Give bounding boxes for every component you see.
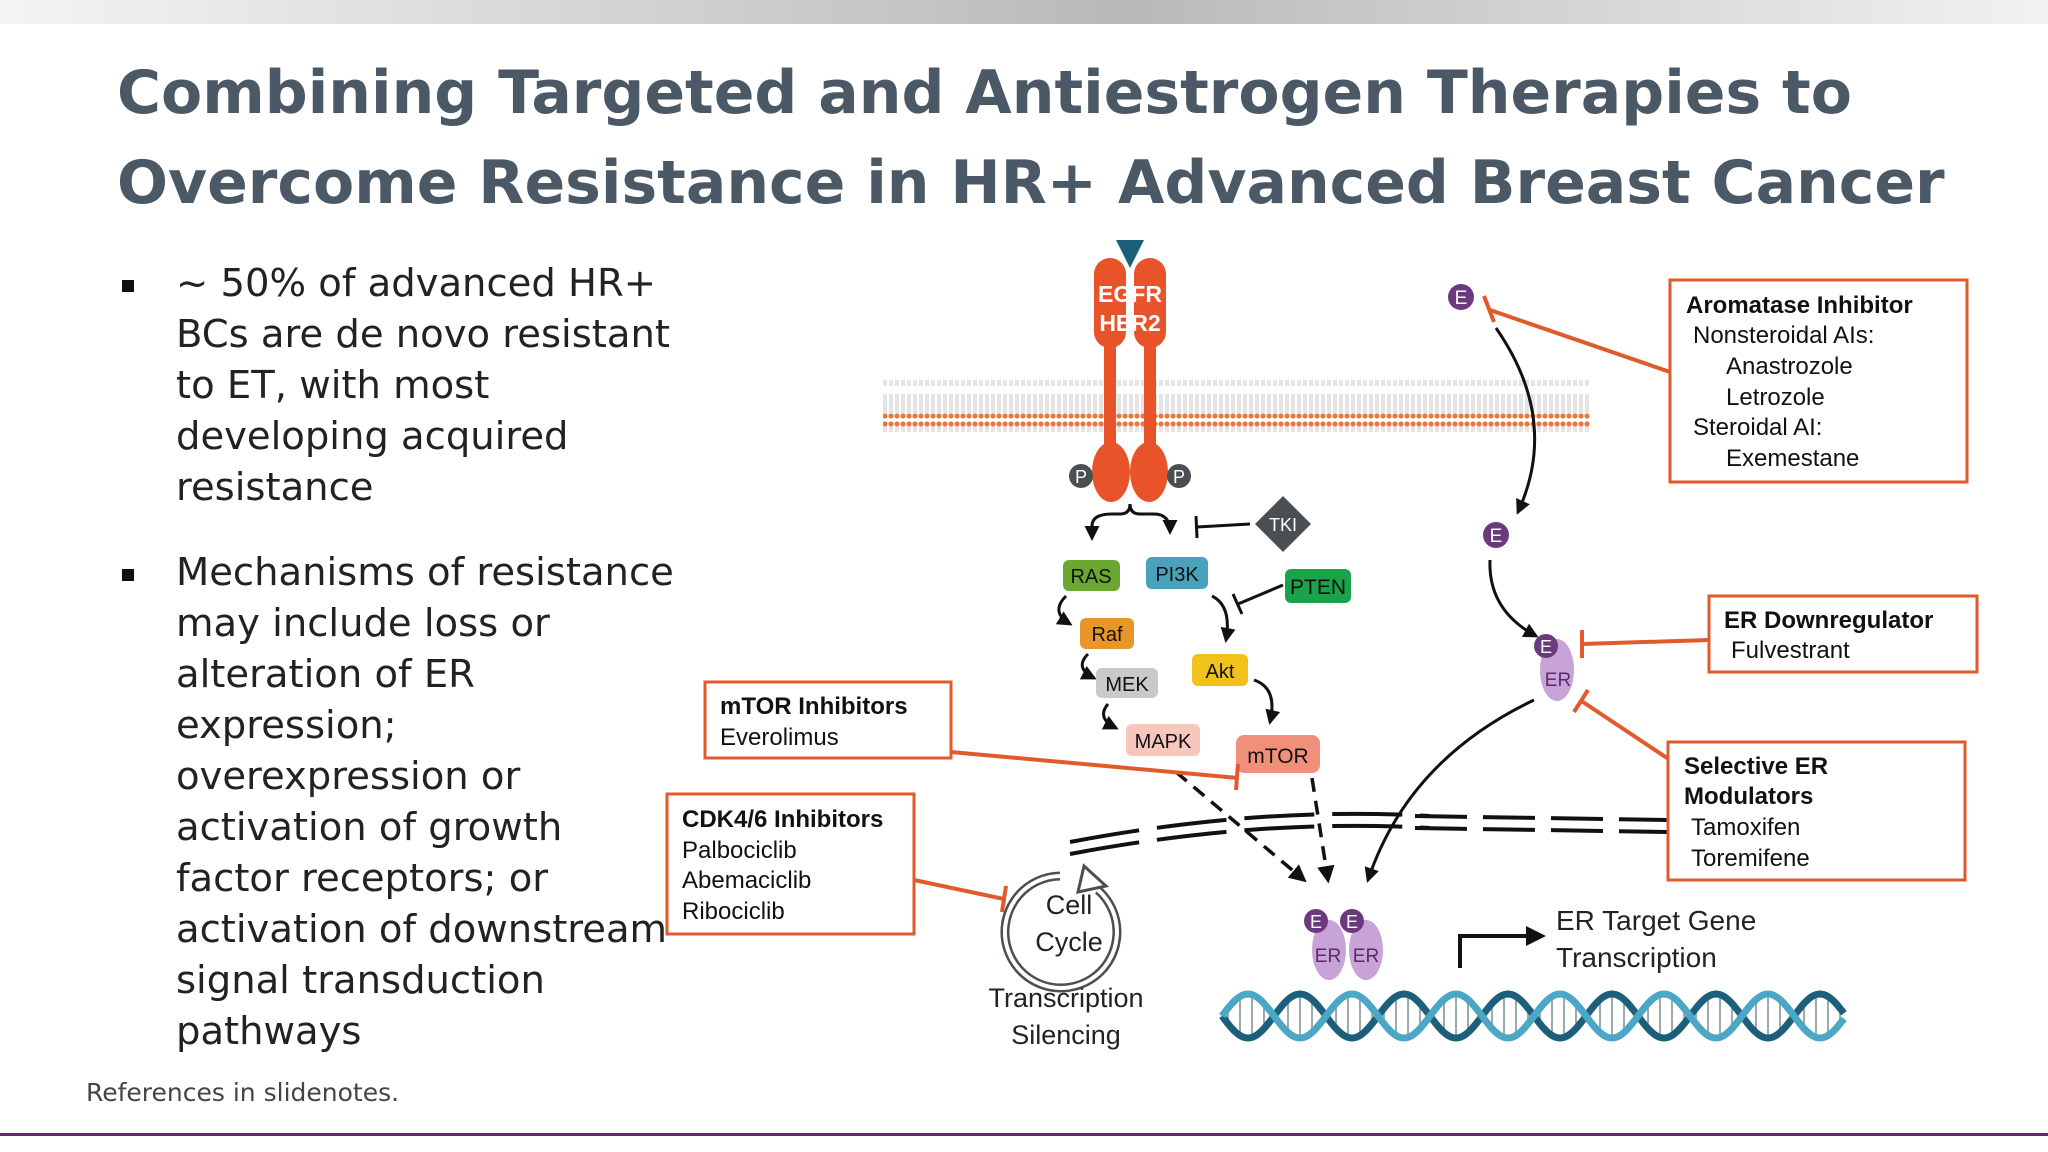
- silencing-label-1: Transcription: [988, 983, 1143, 1013]
- svg-text:TKI: TKI: [1269, 515, 1297, 535]
- akt-node: Akt: [1192, 654, 1248, 686]
- bullet-text: ~ 50% of advanced HR+ BCs are de novo re…: [176, 261, 670, 510]
- raf-node: Raf: [1080, 618, 1134, 649]
- phospho-right: P: [1167, 464, 1191, 488]
- bullet-marker-icon: [122, 569, 134, 581]
- ligand-icon: [1116, 240, 1144, 268]
- top-gradient-bar: [0, 0, 2048, 24]
- svg-text:ER: ER: [1315, 946, 1341, 967]
- svg-text:E: E: [1540, 637, 1552, 657]
- svg-text:Tamoxifen: Tamoxifen: [1691, 814, 1800, 841]
- svg-text:Abemaciclib: Abemaciclib: [682, 867, 811, 894]
- svg-text:Ribociclib: Ribociclib: [682, 898, 785, 925]
- estrogen-mid: E: [1483, 522, 1509, 548]
- er-target-label-2: Transcription: [1556, 942, 1717, 973]
- svg-text:ER: ER: [1353, 946, 1379, 967]
- svg-text:Exemestane: Exemestane: [1726, 445, 1859, 472]
- svg-text:E: E: [1310, 912, 1322, 932]
- svg-text:Palbociclib: Palbociclib: [682, 837, 797, 864]
- silencing-label-2: Silencing: [1011, 1020, 1121, 1050]
- mtor-inhibitors-box: mTOR Inhibitors Everolimus: [703, 680, 953, 760]
- bullet-item: Mechanisms of resistance may include los…: [118, 547, 678, 1057]
- title-line-2: Overcome Resistance in HR+ Advanced Brea…: [117, 148, 1945, 218]
- aromatase-inhibitor-box: Aromatase Inhibitor Nonsteroidal AIs: An…: [1668, 278, 1969, 484]
- cell-membrane: [883, 380, 1590, 432]
- svg-text:Steroidal AI:: Steroidal AI:: [1693, 414, 1822, 441]
- inhibitor-lines: [913, 295, 1710, 913]
- bullet-item: ~ 50% of advanced HR+ BCs are de novo re…: [118, 258, 678, 513]
- svg-text:RAS: RAS: [1070, 566, 1111, 588]
- receptor-label-1: EGFR: [1098, 281, 1162, 307]
- svg-text:Selective ER: Selective ER: [1684, 753, 1828, 780]
- svg-text:E: E: [1490, 526, 1503, 547]
- svg-text:ER: ER: [1545, 670, 1571, 691]
- receptor-label-2: HER2: [1099, 310, 1160, 336]
- bullet-list: ~ 50% of advanced HR+ BCs are de novo re…: [118, 258, 678, 1091]
- pten-node: PTEN: [1285, 569, 1351, 603]
- phospho-left: P: [1069, 464, 1093, 488]
- svg-text:PTEN: PTEN: [1290, 576, 1346, 599]
- bottom-rule: [0, 1133, 2048, 1136]
- references-note: References in slidenotes.: [86, 1078, 400, 1107]
- svg-text:Akt: Akt: [1206, 661, 1235, 683]
- estrogen-top: E: [1448, 284, 1474, 310]
- svg-text:PI3K: PI3K: [1155, 564, 1199, 586]
- mapk-node: MAPK: [1126, 724, 1200, 756]
- nuclear-envelope: [1069, 811, 1669, 856]
- er-downregulator-box: ER Downregulator Fulvestrant: [1707, 594, 1979, 674]
- svg-text:P: P: [1075, 467, 1087, 487]
- cell-cycle-icon: Cell Cycle: [1000, 863, 1122, 993]
- svg-text:MEK: MEK: [1105, 674, 1149, 696]
- svg-text:Aromatase Inhibitor: Aromatase Inhibitor: [1686, 292, 1913, 319]
- svg-text:MAPK: MAPK: [1135, 731, 1192, 753]
- tki-node: TKI: [1255, 496, 1311, 552]
- svg-text:Raf: Raf: [1091, 624, 1123, 646]
- svg-text:E: E: [1346, 912, 1358, 932]
- svg-text:Anastrozole: Anastrozole: [1726, 353, 1853, 380]
- er-target-label-1: ER Target Gene: [1556, 905, 1756, 936]
- svg-text:P: P: [1173, 467, 1185, 487]
- mek-node: MEK: [1096, 668, 1158, 698]
- cdk-inhibitors-box: CDK4/6 Inhibitors Palbociclib Abemacicli…: [665, 792, 916, 936]
- svg-text:ER Downregulator: ER Downregulator: [1724, 607, 1933, 634]
- ras-node: RAS: [1063, 560, 1120, 591]
- svg-text:Cycle: Cycle: [1035, 927, 1103, 957]
- er-complex-cytoplasm: E ER: [1534, 634, 1574, 701]
- dna-helix: [1219, 990, 1847, 1042]
- slide-title: Combining Targeted and Antiestrogen Ther…: [117, 48, 1997, 228]
- svg-text:Modulators: Modulators: [1684, 783, 1813, 810]
- er-dimer-nucleus: E E ER ER: [1304, 909, 1383, 980]
- pi3k-node: PI3K: [1146, 557, 1208, 589]
- title-line-1: Combining Targeted and Antiestrogen Ther…: [117, 58, 1852, 128]
- serm-box: Selective ER Modulators Tamoxifen Toremi…: [1666, 740, 1967, 882]
- mtor-node: mTOR: [1236, 735, 1320, 773]
- svg-text:Cell: Cell: [1046, 890, 1093, 920]
- svg-text:Nonsteroidal AIs:: Nonsteroidal AIs:: [1693, 322, 1874, 349]
- svg-text:Fulvestrant: Fulvestrant: [1731, 637, 1850, 664]
- bullet-text: Mechanisms of resistance may include los…: [176, 550, 674, 1054]
- svg-text:CDK4/6 Inhibitors: CDK4/6 Inhibitors: [682, 806, 883, 833]
- svg-text:mTOR Inhibitors: mTOR Inhibitors: [720, 693, 908, 720]
- svg-text:E: E: [1455, 288, 1468, 309]
- svg-text:Toremifene: Toremifene: [1691, 845, 1810, 872]
- egfr-her2-receptor: EGFR HER2: [1092, 240, 1168, 502]
- svg-text:mTOR: mTOR: [1247, 745, 1308, 768]
- bullet-marker-icon: [122, 280, 134, 292]
- svg-text:Letrozole: Letrozole: [1726, 384, 1825, 411]
- svg-text:Everolimus: Everolimus: [720, 724, 839, 751]
